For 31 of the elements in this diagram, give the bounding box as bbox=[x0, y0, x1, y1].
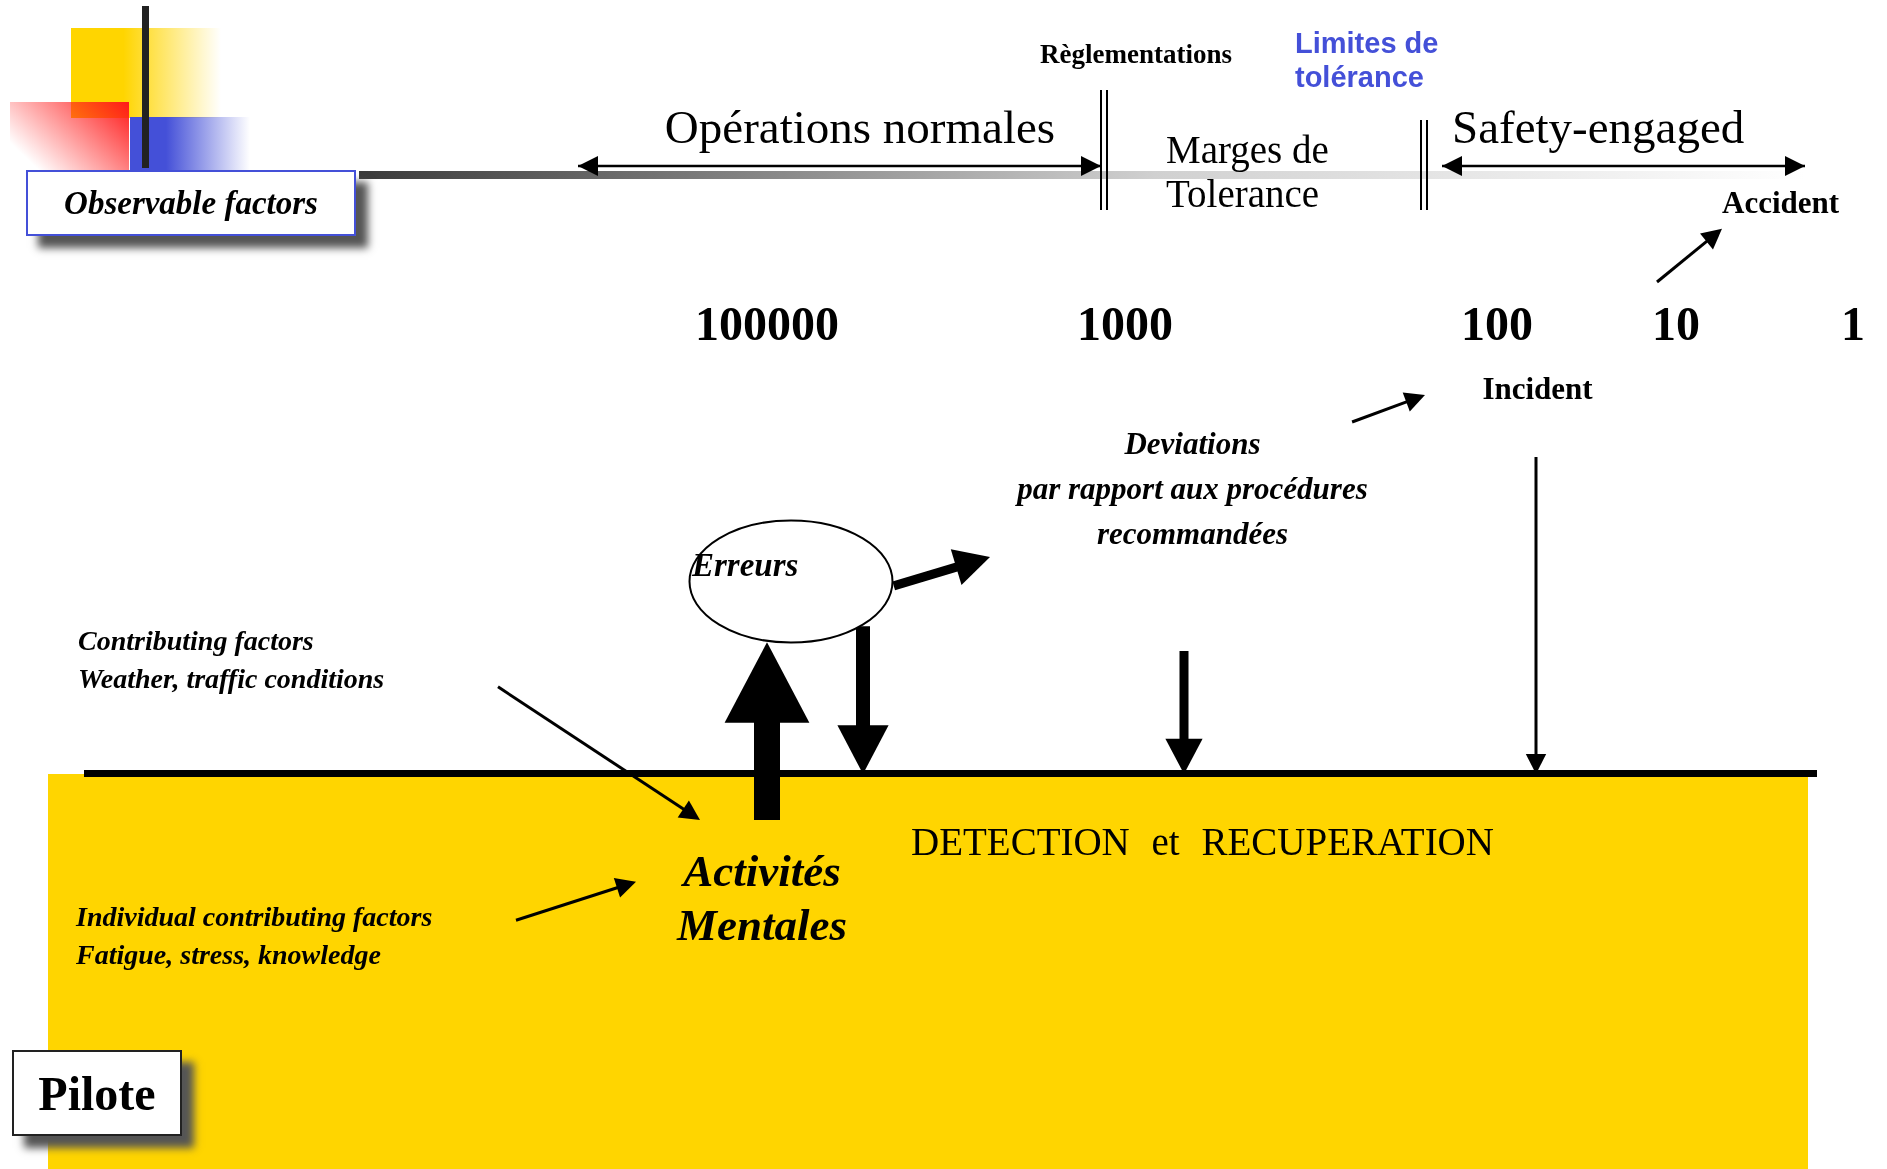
factor-text: Contributing factors bbox=[78, 624, 315, 658]
ellipse-label: Erreurs bbox=[692, 547, 799, 584]
frequency-number: 10 bbox=[1651, 298, 1701, 351]
factor-text: Weather, traffic conditions bbox=[78, 661, 386, 696]
frequency-number: 1 bbox=[1840, 298, 1866, 351]
zone-label: Opérations normales bbox=[663, 102, 1057, 154]
boundary-label: Limites de tolérance bbox=[1295, 26, 1440, 95]
zone-label: Safety-engaged bbox=[1452, 102, 1746, 154]
thick-arrow bbox=[892, 549, 990, 591]
observable-factors-box bbox=[26, 170, 356, 236]
zone-label: DETECTION et RECUPERATION bbox=[911, 819, 1494, 864]
deviation-label: Deviations bbox=[1123, 425, 1262, 463]
factor-text: Fatigue, stress, knowledge bbox=[76, 937, 382, 972]
arrow bbox=[497, 685, 700, 820]
outcome-label: Incident bbox=[1470, 372, 1605, 457]
outcome-label: Accident bbox=[1722, 186, 1882, 232]
frequency-number: 1000 bbox=[1076, 298, 1174, 351]
arrow bbox=[515, 878, 636, 922]
thick-arrow bbox=[724, 642, 810, 820]
deviation-label: par rapport aux procédures recommandées bbox=[1014, 469, 1369, 553]
box-label: Observable factors bbox=[64, 184, 318, 222]
factor-text: Individual contributing factors bbox=[76, 900, 434, 934]
frequency-number: 100 bbox=[1460, 298, 1534, 351]
activity-label: Activités Mentales bbox=[636, 820, 888, 955]
arrow bbox=[1351, 392, 1425, 424]
box-label: Pilote bbox=[38, 1065, 156, 1121]
pilot-box bbox=[12, 1050, 182, 1136]
boundary-label: Règlementations bbox=[1039, 40, 1233, 70]
arrow bbox=[1656, 228, 1722, 284]
frequency-number: 100000 bbox=[694, 298, 840, 351]
zone-label: Marges de Tolerance bbox=[1166, 128, 1330, 216]
